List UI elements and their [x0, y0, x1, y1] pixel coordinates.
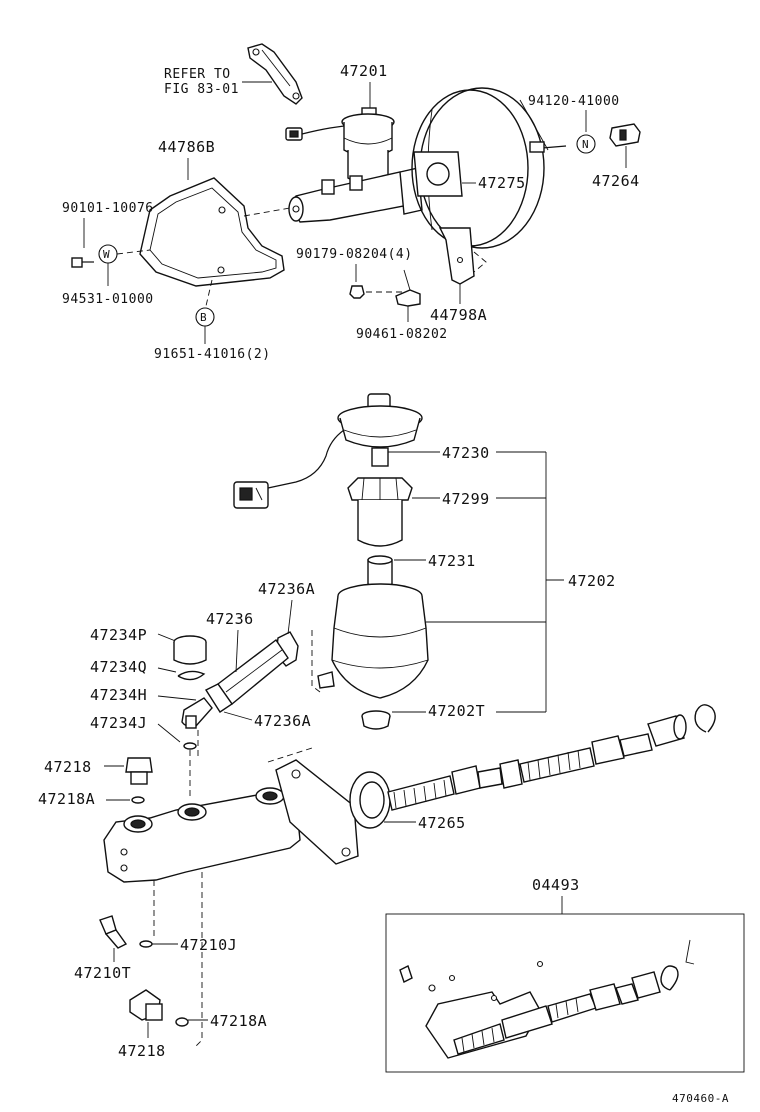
kit-contents [399, 939, 695, 1059]
callout-90179-08204: 90179-08204(4) [296, 247, 413, 262]
callout-47210J: 47210J [180, 936, 237, 954]
callout-47202T: 47202T [428, 702, 485, 720]
reservoir-grommet-part [361, 710, 391, 730]
leader-47234Q [157, 667, 177, 673]
callout-47231: 47231 [428, 552, 476, 570]
callout-47218A-top: 47218A [38, 790, 95, 808]
leader-47234H [157, 695, 197, 701]
booster-gasket-part [413, 151, 463, 197]
leader-47236 [235, 629, 239, 673]
callout-47236: 47236 [206, 610, 254, 628]
marker-n [576, 134, 596, 154]
callout-04493: 04493 [532, 876, 580, 894]
plug-47218-top [125, 757, 153, 785]
washer-dash [116, 249, 151, 255]
reservoir-tank-part [317, 583, 429, 699]
reservoir-hose-part [204, 631, 299, 713]
bracket-47202 [426, 451, 564, 713]
clip-47234Q [177, 670, 206, 681]
piston-assembly-part [387, 714, 687, 811]
reservoir-guide-dash [311, 630, 321, 693]
marker-n-text: N [582, 138, 589, 151]
refer-bracket-part [247, 43, 303, 105]
callout-47265: 47265 [418, 814, 466, 832]
callout-91651-41016: 91651-41016(2) [154, 347, 271, 362]
seal-47265-part [349, 771, 391, 829]
clevis-part [609, 123, 641, 147]
callout-47234P: 47234P [90, 626, 147, 644]
kit-box [385, 913, 745, 1073]
callout-47230: 47230 [442, 444, 490, 462]
top-reservoir-part [341, 107, 395, 185]
callout-47218A-bottom: 47218A [210, 1012, 267, 1030]
hose-connector-part [181, 697, 213, 729]
flange-guide-dash [267, 747, 313, 763]
reservoir-float-part [367, 555, 393, 588]
callout-47264: 47264 [592, 172, 640, 190]
connector-cap-part [173, 635, 207, 665]
leader-47236A-top [287, 599, 293, 635]
washer-47210J [139, 940, 153, 948]
callout-47236A-top: 47236A [258, 580, 315, 598]
washer-47218A-top [131, 796, 145, 804]
callout-90101-10076: 90101-10076 [62, 201, 154, 216]
callout-47218-top: 47218 [44, 758, 92, 776]
callout-47210T: 47210T [74, 964, 131, 982]
figure-id: 470460-A [672, 1092, 729, 1105]
reservoir-cap-part [337, 393, 423, 467]
master-cylinder-flange-part [275, 759, 359, 865]
callout-47218-bottom: 47218 [118, 1042, 166, 1060]
callout-47275: 47275 [478, 174, 526, 192]
oring-47234J [183, 742, 197, 750]
b-marker-dash [205, 279, 213, 307]
callout-44786B: 44786B [158, 138, 215, 156]
cap-sensor-connector [233, 429, 345, 509]
marker-w-text: W [103, 248, 110, 261]
callout-90461-08202: 90461-08202 [356, 327, 448, 342]
callout-47201: 47201 [340, 62, 388, 80]
master-cylinder-body-part [103, 787, 301, 883]
clip-90461 [395, 269, 421, 307]
reservoir-sensor-connector [285, 125, 345, 141]
leader-47234J [157, 723, 181, 743]
nut-90179 [349, 285, 365, 299]
leader-47236A-bottom [223, 711, 253, 721]
washer-47218A-bottom [175, 1017, 189, 1027]
bolt-90101 [71, 257, 94, 268]
callout-94531-01000: 94531-01000 [62, 292, 154, 307]
callout-47234H: 47234H [90, 686, 147, 704]
body-guide-dash [153, 730, 203, 1047]
plug-47218-bottom [129, 989, 163, 1021]
callout-94120-41000: 94120-41000 [528, 94, 620, 109]
callout-47234J: 47234J [90, 714, 147, 732]
callout-47299: 47299 [442, 490, 490, 508]
shield-to-cylinder-dash [243, 207, 291, 217]
refer-note-line1: REFER TO [164, 67, 231, 82]
top-master-cylinder-part [288, 167, 423, 223]
heat-shield-bracket-part [139, 177, 285, 287]
callout-44798A: 44798A [430, 306, 487, 324]
bleeder-47210T-part [99, 915, 128, 949]
callout-47236A-bottom: 47236A [254, 712, 311, 730]
snap-ring-part [694, 704, 716, 733]
marker-b-text: B [200, 311, 207, 324]
callout-47234Q: 47234Q [90, 658, 147, 676]
callout-47202: 47202 [568, 572, 616, 590]
refer-note-line2: FIG 83-01 [164, 82, 239, 97]
reservoir-strainer-part [347, 477, 413, 547]
